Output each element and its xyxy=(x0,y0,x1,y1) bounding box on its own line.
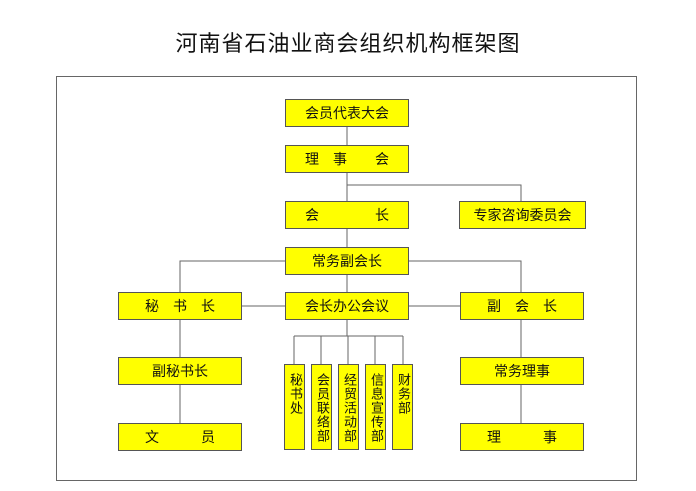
diagram-frame xyxy=(56,76,637,481)
connector-to-expert xyxy=(347,184,522,201)
node-secretariat: 秘书处 xyxy=(284,364,305,450)
node-secretary-general: 秘 书 长 xyxy=(118,292,242,320)
node-finance-label: 财务部 xyxy=(395,373,410,415)
node-info-publicity-label: 信息宣传部 xyxy=(368,373,383,443)
node-president-office-meeting: 会长办公会议 xyxy=(285,292,409,320)
node-clerk: 文 员 xyxy=(118,423,242,451)
node-info-publicity: 信息宣传部 xyxy=(365,364,386,450)
node-trade-activity-label: 经贸活动部 xyxy=(341,373,356,443)
node-executive-director: 常务理事 xyxy=(460,357,584,385)
node-exec-vice-president: 常务副会长 xyxy=(285,247,409,275)
node-deputy-secretary-general: 副秘书长 xyxy=(118,357,242,385)
node-president: 会 长 xyxy=(285,201,409,229)
node-council: 理 事 会 xyxy=(285,145,409,173)
node-trade-activity: 经贸活动部 xyxy=(338,364,359,450)
node-director: 理 事 xyxy=(460,423,584,451)
node-member-liaison: 会员联络部 xyxy=(311,364,332,450)
node-vice-president: 副 会 长 xyxy=(460,292,584,320)
connector-exec-right xyxy=(408,260,522,292)
node-members-congress: 会员代表大会 xyxy=(285,99,409,127)
node-secretariat-label: 秘书处 xyxy=(287,373,302,415)
page-title: 河南省石油业商会组织机构框架图 xyxy=(175,32,521,57)
node-expert-committee: 专家咨询委员会 xyxy=(459,201,586,229)
connector-exec-left xyxy=(179,260,286,292)
node-member-liaison-label: 会员联络部 xyxy=(314,373,329,443)
node-finance: 财务部 xyxy=(392,364,413,450)
